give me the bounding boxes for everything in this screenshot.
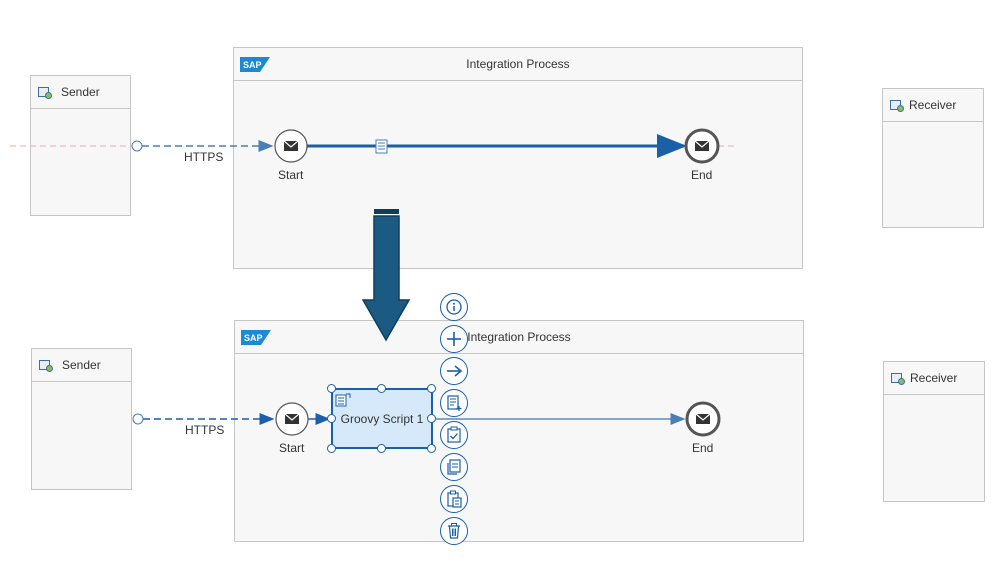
sap-logo-icon: SAP xyxy=(241,330,271,345)
top-start-label: Start xyxy=(278,168,304,182)
top-receiver-participant[interactable]: Receiver xyxy=(882,88,984,228)
top-sender-port[interactable] xyxy=(131,140,143,152)
resize-handle-sw[interactable] xyxy=(327,444,336,453)
paste-icon xyxy=(447,490,462,508)
info-icon xyxy=(446,299,462,315)
top-sender-label: Sender xyxy=(61,85,100,99)
bottom-process-title: Integration Process xyxy=(467,330,571,344)
sap-logo-icon: SAP xyxy=(240,57,270,72)
validate-button[interactable] xyxy=(440,421,468,449)
top-end-label: End xyxy=(691,168,713,182)
bottom-https-label: HTTPS xyxy=(185,423,225,437)
add-script-icon xyxy=(447,395,462,411)
bottom-sender-participant[interactable]: Sender xyxy=(31,348,132,490)
bottom-receiver-label: Receiver xyxy=(910,371,958,385)
groovy-script-step[interactable]: Groovy Script 1 xyxy=(331,388,433,449)
bottom-sender-header: Sender xyxy=(32,349,131,382)
copy-button[interactable] xyxy=(440,453,468,481)
participant-icon xyxy=(38,87,52,99)
bottom-sender-port[interactable] xyxy=(132,413,144,425)
bottom-end-label: End xyxy=(692,441,714,455)
svg-text:SAP: SAP xyxy=(243,60,262,70)
participant-icon xyxy=(891,373,905,385)
bottom-process-header: SAP Integration Process xyxy=(235,321,803,354)
connect-button[interactable] xyxy=(440,357,468,385)
participant-icon xyxy=(39,360,53,372)
script-icon xyxy=(335,393,351,407)
info-button[interactable] xyxy=(440,293,468,321)
add-icon xyxy=(447,332,461,346)
bottom-start-label: Start xyxy=(279,441,305,455)
delete-button[interactable] xyxy=(440,517,468,545)
bottom-start-event[interactable] xyxy=(275,402,309,436)
paste-button[interactable] xyxy=(440,485,468,513)
top-start-event[interactable] xyxy=(274,129,308,163)
top-process-header: SAP Integration Process xyxy=(234,48,802,81)
svg-text:SAP: SAP xyxy=(244,333,263,343)
resize-handle-ne[interactable] xyxy=(427,384,436,393)
top-https-label: HTTPS xyxy=(184,150,224,164)
resize-handle-w[interactable] xyxy=(327,414,336,423)
participant-icon xyxy=(890,100,904,112)
resize-handle-se[interactable] xyxy=(427,444,436,453)
copy-icon xyxy=(447,459,461,475)
resize-handle-e[interactable] xyxy=(427,414,436,423)
connect-arrow-icon xyxy=(447,365,463,377)
groovy-script-label: Groovy Script 1 xyxy=(340,412,424,426)
resize-handle-n[interactable] xyxy=(377,384,386,393)
bottom-sender-label: Sender xyxy=(62,358,101,372)
delete-icon xyxy=(448,523,460,539)
transition-arrow xyxy=(361,209,411,342)
top-receiver-header: Receiver xyxy=(883,89,983,122)
add-script-button[interactable] xyxy=(440,389,468,417)
bottom-end-event[interactable] xyxy=(685,401,721,437)
resize-handle-nw[interactable] xyxy=(327,384,336,393)
bottom-receiver-header: Receiver xyxy=(884,362,984,395)
resize-handle-s[interactable] xyxy=(377,444,386,453)
top-sender-header: Sender xyxy=(31,76,130,109)
top-end-event[interactable] xyxy=(684,128,720,164)
bottom-receiver-participant[interactable]: Receiver xyxy=(883,361,985,502)
bottom-integration-process[interactable]: SAP Integration Process xyxy=(234,320,804,542)
drag-script-icon xyxy=(375,139,388,154)
add-button[interactable] xyxy=(440,325,468,353)
top-receiver-label: Receiver xyxy=(909,98,957,112)
top-process-title: Integration Process xyxy=(466,57,570,71)
validate-icon xyxy=(447,426,461,443)
